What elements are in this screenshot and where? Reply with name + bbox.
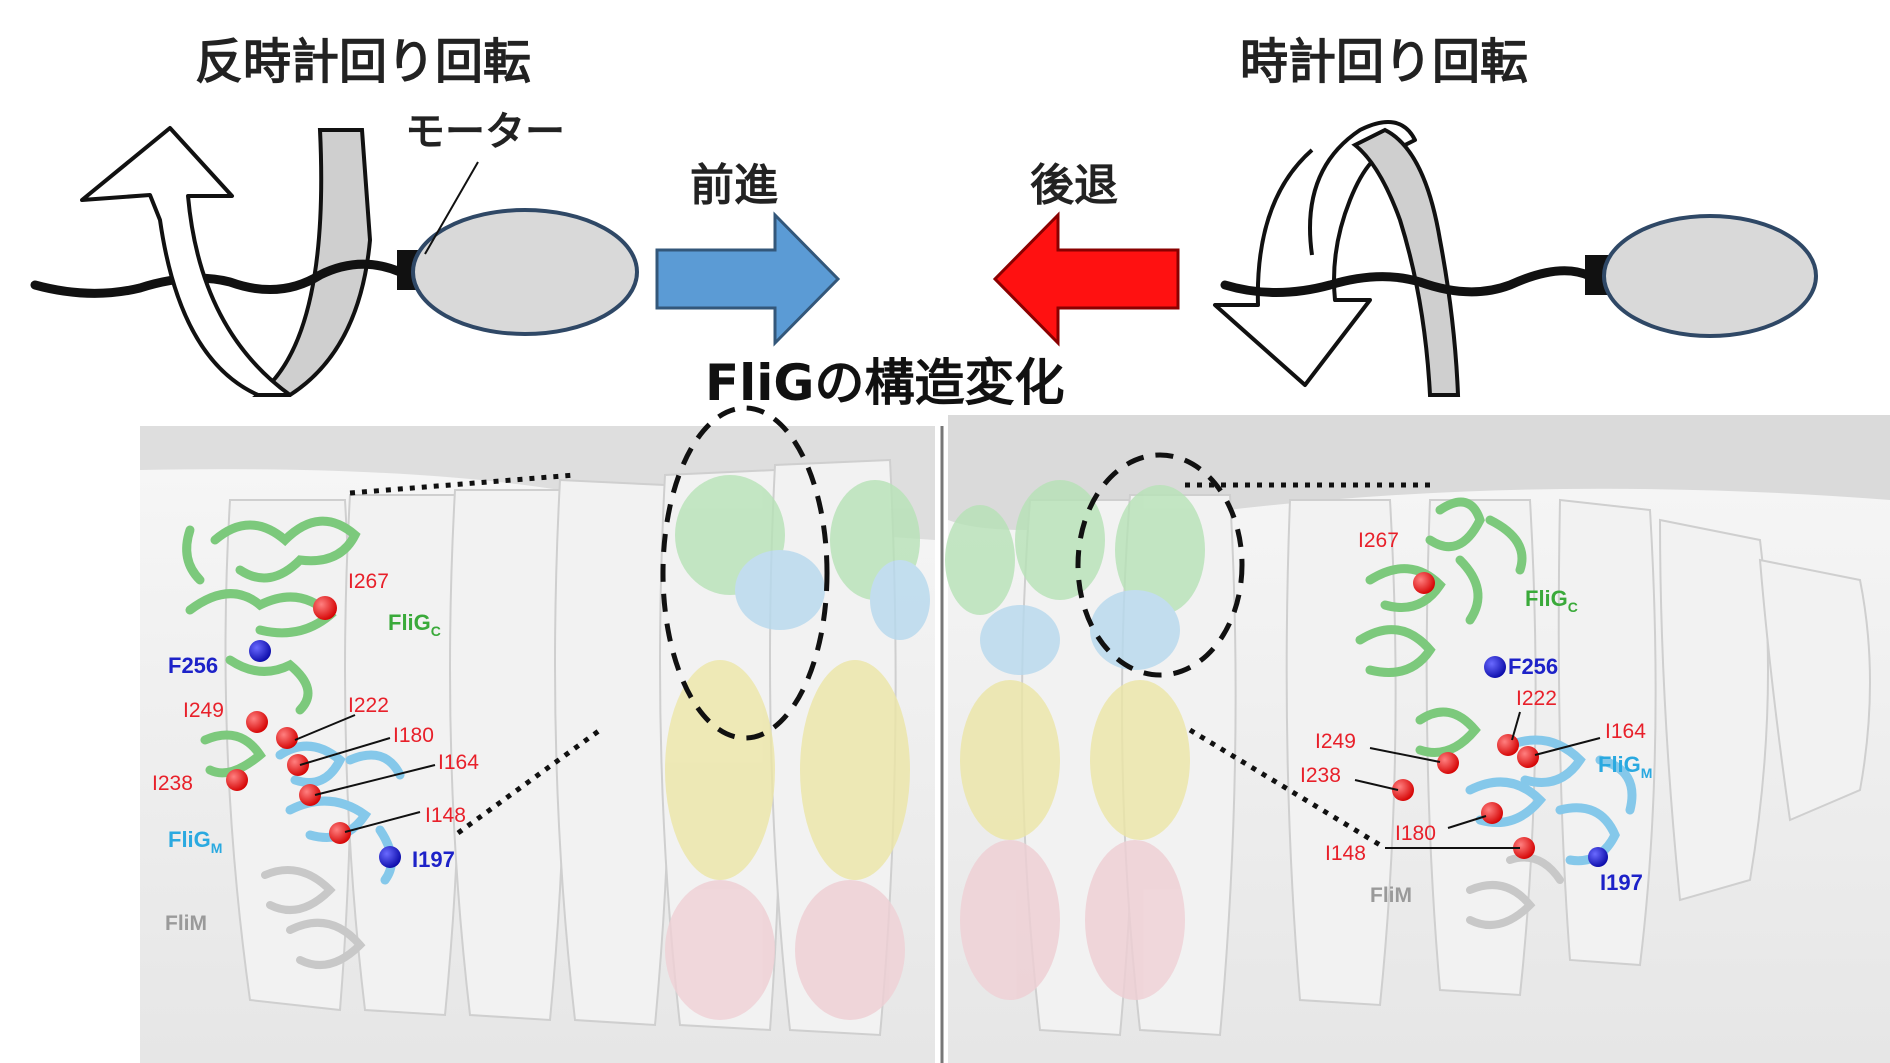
right-label-I222: I222	[1516, 687, 1557, 710]
left-residue-I222-marker	[276, 727, 298, 749]
right-residue-I238-marker	[1392, 779, 1414, 801]
right-residue-I267-marker	[1413, 572, 1435, 594]
right-label-F256: F256	[1508, 654, 1558, 679]
ccw-cell-body	[411, 208, 639, 336]
right-label-I197: I197	[1600, 870, 1643, 895]
left-structure-panel: I267 F256 I249 I222 I180 I164 I238 I148 …	[140, 405, 935, 1063]
left-dotted-guide-bottom	[456, 727, 602, 836]
right-label-I267: I267	[1358, 529, 1399, 552]
ccw-flagellum	[30, 259, 405, 298]
left-label-I238: I238	[152, 772, 193, 795]
left-dotted-guide-top	[349, 472, 576, 496]
right-label-I180: I180	[1395, 822, 1436, 845]
left-residue-markers	[226, 596, 401, 868]
right-residue-I249-marker	[1437, 752, 1459, 774]
left-label-I164: I164	[438, 751, 479, 774]
left-label-I148: I148	[425, 804, 466, 827]
cw-rotation-title: 時計回り回転	[1240, 34, 1528, 90]
right-fliM-ribbon	[1466, 853, 1564, 929]
cw-rotation-schematic: 時計回り回転	[1213, 34, 1818, 397]
right-label-I238: I238	[1300, 764, 1341, 787]
left-residue-I238-marker	[226, 769, 248, 791]
left-label-I180: I180	[393, 724, 434, 747]
left-label-fliGM: FliGM	[168, 827, 222, 856]
left-residue-I197-marker	[379, 846, 401, 868]
right-structure-panel: I267 F256 I222 I249 I164 I238 I180 I148 …	[945, 415, 1890, 1063]
right-neighbor-subunits	[945, 480, 1205, 1000]
right-label-fliM: FliM	[1370, 884, 1412, 907]
right-fliGC-ribbon	[1355, 497, 1527, 757]
left-label-F256: F256	[168, 653, 218, 678]
left-residue-F256-marker	[249, 640, 271, 662]
left-label-fliGC: FliGC	[388, 610, 441, 639]
right-label-I249: I249	[1315, 730, 1356, 753]
left-residue-I164-marker	[299, 784, 321, 806]
cw-ribbon-front	[1351, 127, 1461, 397]
motor-label: モーター	[405, 109, 565, 155]
backward-direction: 後退	[992, 160, 1180, 347]
left-label-I267: I267	[348, 570, 389, 593]
right-residue-I197-marker	[1588, 847, 1608, 867]
forward-direction: 前進	[655, 160, 841, 347]
cw-flagellum	[1220, 266, 1595, 297]
backward-arrow-icon	[992, 211, 1180, 347]
left-label-fliM: FliM	[165, 912, 207, 935]
right-residue-I222-marker	[1497, 734, 1519, 756]
right-residue-I180-marker	[1481, 802, 1503, 824]
right-label-fliGM: FliGM	[1598, 752, 1652, 781]
forward-arrow-icon	[655, 211, 841, 347]
right-residue-I148-marker	[1513, 837, 1535, 859]
right-dotted-guide-bottom	[1188, 727, 1387, 851]
left-leader-lines	[294, 714, 436, 833]
ccw-rotation-title: 反時計回り回転	[195, 34, 531, 90]
left-highlight-ellipse	[660, 405, 830, 741]
left-fliM-ribbon	[261, 866, 366, 969]
left-label-I249: I249	[183, 699, 224, 722]
left-residue-I249-marker	[246, 711, 268, 733]
right-residue-F256-marker	[1484, 656, 1506, 678]
right-residue-I164-marker	[1517, 746, 1539, 768]
left-residue-I148-marker	[329, 822, 351, 844]
right-fliGM-ribbon	[1465, 735, 1637, 866]
left-label-I222: I222	[348, 694, 389, 717]
cw-rotation-arrow-icon	[1213, 120, 1417, 387]
left-fliGC-ribbon	[182, 516, 361, 778]
right-label-I148: I148	[1325, 842, 1366, 865]
motor-leader-line	[424, 161, 479, 255]
right-label-I164: I164	[1605, 720, 1646, 743]
left-residue-I180-marker	[287, 754, 309, 776]
left-residue-I267-marker	[313, 596, 337, 620]
cw-cell-body	[1602, 214, 1818, 338]
backward-label: 後退	[1030, 160, 1118, 211]
forward-label: 前進	[690, 160, 778, 211]
right-highlight-ellipse	[1075, 452, 1245, 678]
left-neighbor-subunits	[665, 475, 930, 1020]
ccw-rotation-schematic: 反時計回り回転 モーター	[30, 34, 639, 397]
right-leader-lines	[1354, 711, 1601, 849]
section-title: FliGの構造変化	[705, 354, 1064, 412]
left-label-I197: I197	[412, 847, 455, 872]
right-residue-markers	[1392, 572, 1608, 867]
ccw-rotation-arrow-icon	[80, 126, 292, 397]
right-label-fliGC: FliGC	[1525, 586, 1578, 615]
